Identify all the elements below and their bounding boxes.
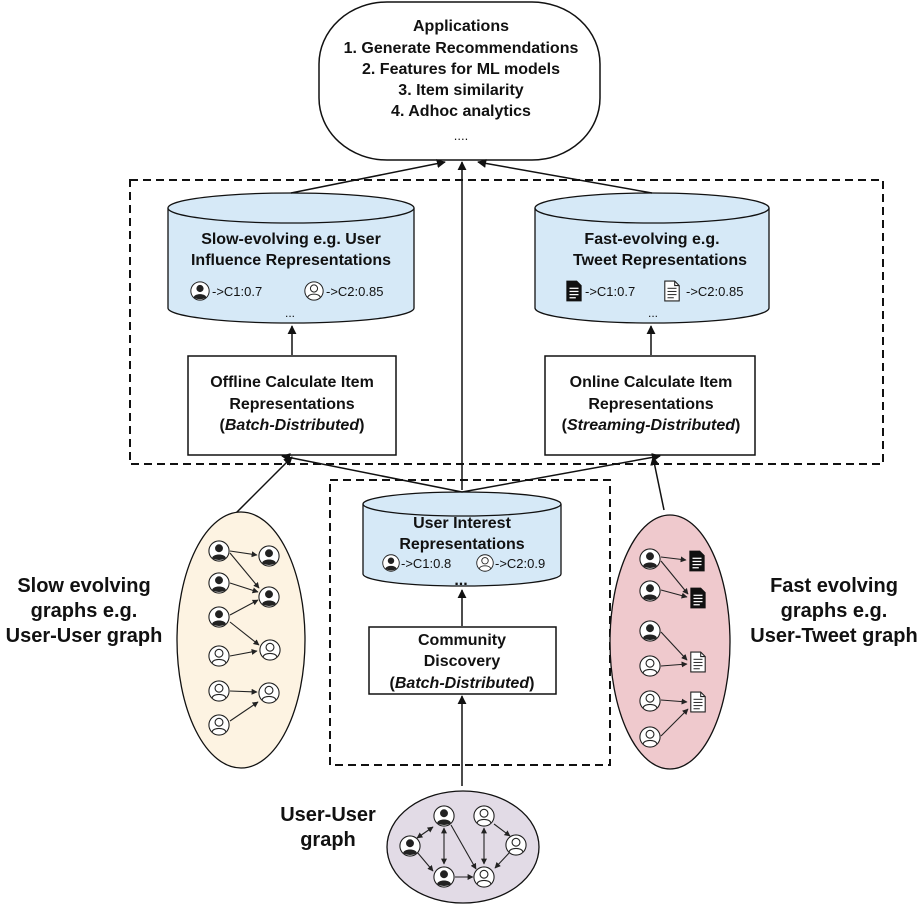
fast-evolving-store: Fast-evolving e.g. Tweet Representations… xyxy=(534,192,770,324)
arrow-fast-to-apps xyxy=(477,158,653,194)
user-user-graph xyxy=(386,790,540,904)
upper-dashed-group xyxy=(129,179,884,465)
user-filled-icon xyxy=(433,805,455,827)
fast-store-entry: ->C1:0.7 xyxy=(585,284,635,299)
arrow-slow-to-apps xyxy=(290,159,446,194)
offline-box-title: Representations xyxy=(229,396,354,413)
community-box-title: Community xyxy=(418,632,506,649)
arrow-interest-to-offline xyxy=(281,453,463,493)
user-graph-label: User-User graph xyxy=(280,804,376,851)
slow-store-entry: ->C1:0.7 xyxy=(212,284,262,299)
user-filled-icon xyxy=(258,586,280,608)
user-interest-store: User Interest Representations ->C1:0.8 -… xyxy=(362,491,562,589)
user-outline-icon xyxy=(639,726,661,748)
fast-store-title: Fast-evolving e.g. xyxy=(584,231,719,248)
slow-evolving-store: Slow-evolving e.g. User Influence Repres… xyxy=(167,192,415,324)
user-interest-ellipsis: ... xyxy=(454,572,467,589)
slow-store-title: Slow-evolving e.g. User xyxy=(201,231,381,248)
label-line: User-User xyxy=(280,804,376,826)
user-outline-icon xyxy=(473,866,495,888)
user-outline-icon xyxy=(208,645,230,667)
user-outline-icon xyxy=(259,639,281,661)
fast-store-entry: ->C2:0.85 xyxy=(686,284,743,299)
fast-evolving-graph xyxy=(609,514,731,770)
label-line: graph xyxy=(300,829,356,851)
document-outline-icon xyxy=(690,651,706,673)
user-filled-icon xyxy=(258,545,280,567)
slow-evolving-graph xyxy=(176,511,306,769)
fast-store-title: Tweet Representations xyxy=(573,252,747,269)
offline-box-mode: (Batch-Distributed) xyxy=(220,417,365,434)
slow-store-entry: ->C2:0.85 xyxy=(326,284,383,299)
label-line: graphs e.g. xyxy=(781,600,888,622)
user-filled-icon xyxy=(639,620,661,642)
document-filled-icon xyxy=(566,280,582,302)
slow-store-ellipsis: ... xyxy=(285,306,295,320)
user-filled-icon xyxy=(190,281,210,301)
fast-store-ellipsis: ... xyxy=(648,306,658,320)
user-outline-icon xyxy=(476,554,494,572)
arrow-fastgraph-to-online xyxy=(650,456,665,511)
slow-store-title: Influence Representations xyxy=(191,252,391,269)
user-outline-icon xyxy=(258,682,280,704)
user-outline-icon xyxy=(304,281,324,301)
applications-ellipsis: .... xyxy=(454,128,468,143)
user-filled-icon xyxy=(208,606,230,628)
label-line: Fast evolving xyxy=(770,575,898,597)
online-box-mode: (Streaming-Distributed) xyxy=(562,417,741,434)
user-filled-icon xyxy=(399,835,421,857)
user-filled-icon xyxy=(639,580,661,602)
arrow-slowgraph-to-offline xyxy=(235,456,293,514)
slow-graph-label: Slow evolving graphs e.g. User-User grap… xyxy=(6,575,163,647)
user-interest-entry: ->C2:0.9 xyxy=(495,556,545,571)
online-box-title: Online Calculate Item xyxy=(570,374,733,391)
document-filled-icon xyxy=(689,550,705,572)
applications-item: 2. Features for ML models xyxy=(362,61,560,78)
online-calculate-box: Online Calculate Item Representations (S… xyxy=(544,355,756,456)
applications-item: 1. Generate Recommendations xyxy=(344,40,579,57)
user-filled-icon xyxy=(208,572,230,594)
user-filled-icon xyxy=(208,540,230,562)
label-line: User-Tweet graph xyxy=(750,625,917,647)
label-line: Slow evolving xyxy=(17,575,150,597)
community-discovery-box: Community Discovery (Batch-Distributed) xyxy=(368,626,557,695)
user-outline-icon xyxy=(505,834,527,856)
user-outline-icon xyxy=(208,714,230,736)
community-box-mode: (Batch-Distributed) xyxy=(390,675,535,692)
user-interest-title: User Interest xyxy=(413,515,511,532)
document-filled-icon xyxy=(690,587,706,609)
user-filled-icon xyxy=(382,554,400,572)
applications-node: Applications 1. Generate Recommendations… xyxy=(318,1,601,161)
document-outline-icon xyxy=(664,280,680,302)
offline-calculate-box: Offline Calculate Item Representations (… xyxy=(187,355,397,456)
label-line: User-User graph xyxy=(6,625,163,647)
user-interest-title: Representations xyxy=(399,536,524,553)
user-outline-icon xyxy=(639,690,661,712)
arrow-interest-to-online xyxy=(461,453,661,493)
offline-box-title: Offline Calculate Item xyxy=(210,374,374,391)
online-box-title: Representations xyxy=(588,396,713,413)
user-outline-icon xyxy=(639,655,661,677)
user-filled-icon xyxy=(639,548,661,570)
applications-item: 4. Adhoc analytics xyxy=(391,103,531,120)
user-outline-icon xyxy=(208,680,230,702)
user-filled-icon xyxy=(433,866,455,888)
label-line: graphs e.g. xyxy=(31,600,138,622)
user-interest-entry: ->C1:0.8 xyxy=(401,556,451,571)
fast-graph-label: Fast evolving graphs e.g. User-Tweet gra… xyxy=(750,575,917,647)
community-box-title: Discovery xyxy=(424,653,501,670)
document-outline-icon xyxy=(690,691,706,713)
applications-item: 3. Item similarity xyxy=(398,82,523,99)
user-outline-icon xyxy=(473,805,495,827)
applications-title: Applications xyxy=(413,18,509,35)
flow-arrows xyxy=(235,158,665,786)
